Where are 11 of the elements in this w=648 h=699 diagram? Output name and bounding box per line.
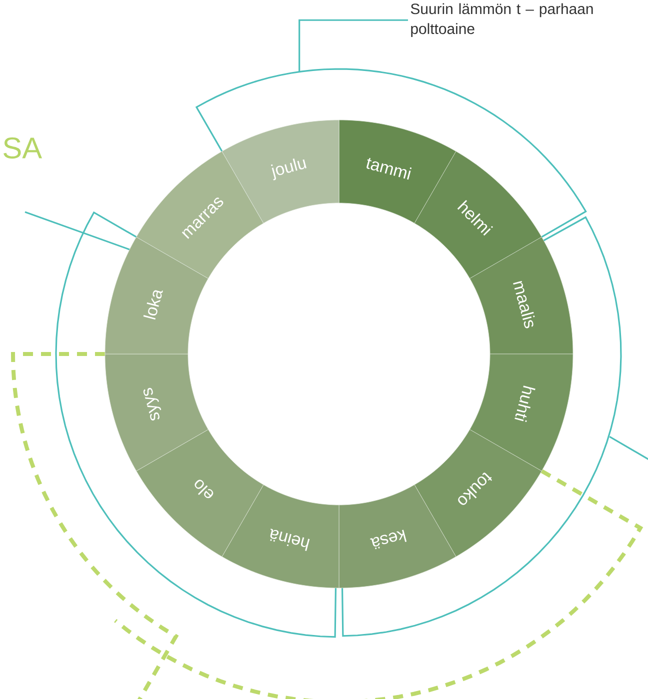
note-text: Suurin lämmön t – parhaan polttoaine xyxy=(410,3,593,38)
month-segment: joulu xyxy=(222,120,340,224)
month-segment: elo xyxy=(136,429,264,557)
month-segment: heinä xyxy=(222,484,340,588)
month-segment: maalis xyxy=(470,236,574,354)
heading-text: SA xyxy=(4,137,42,159)
month-segment: huhti xyxy=(470,354,574,472)
month-segment: kesä xyxy=(338,484,456,588)
leader-line xyxy=(298,19,408,72)
month-segment: tammi xyxy=(338,120,456,224)
month-segment: syys xyxy=(104,354,208,472)
